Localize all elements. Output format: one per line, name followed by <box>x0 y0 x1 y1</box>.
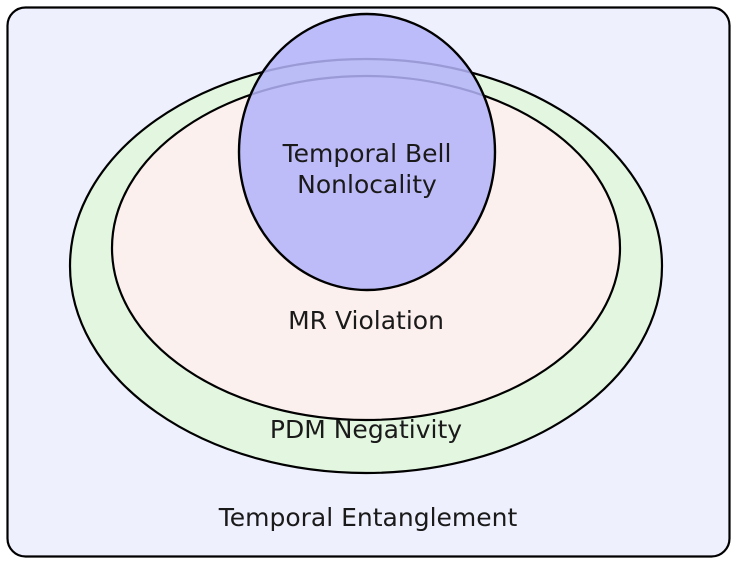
label-temporal-entanglement: Temporal Entanglement <box>218 503 518 532</box>
label-temporal-bell-nonlocality-line2: Nonlocality <box>297 170 437 199</box>
label-mr-violation: MR Violation <box>288 306 444 335</box>
label-temporal-bell-nonlocality-line1: Temporal Bell <box>282 139 452 168</box>
set-region-temporal-bell-nonlocality[interactable] <box>237 12 497 292</box>
label-pdm-negativity: PDM Negativity <box>270 415 462 444</box>
